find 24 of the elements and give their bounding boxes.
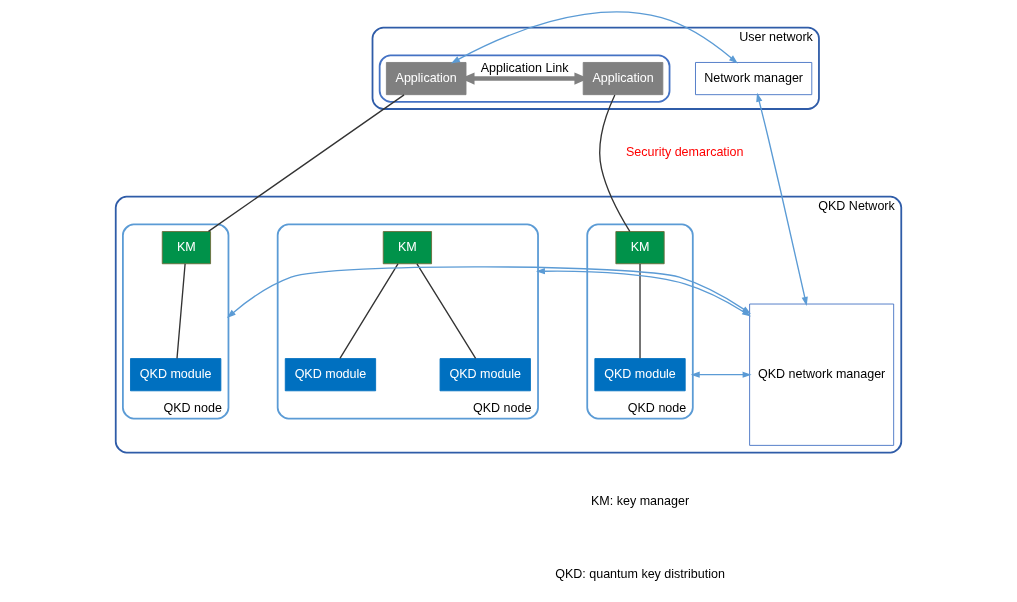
label: QKD: quantum key distribution xyxy=(555,566,725,581)
node-box: Network manager xyxy=(695,62,813,96)
connector xyxy=(416,263,477,359)
arrow xyxy=(450,11,738,64)
node-box: QKD module xyxy=(439,358,531,392)
node-box: QKD network manager xyxy=(749,303,895,446)
connector xyxy=(599,94,631,233)
connector xyxy=(639,263,641,359)
node-box: QKD module xyxy=(594,358,686,392)
node-box: KM xyxy=(382,231,432,265)
node-box: Application xyxy=(385,62,467,96)
label: Security demarcation xyxy=(625,145,744,160)
node-box: QKD module xyxy=(284,358,377,392)
node-box: KM xyxy=(615,231,665,265)
node-box: Application xyxy=(582,62,664,96)
connector xyxy=(207,94,405,233)
connector xyxy=(176,263,186,359)
arrow xyxy=(756,92,808,306)
label: KM: key manager xyxy=(590,494,690,509)
arrow xyxy=(690,371,752,378)
edge-label: Application Link xyxy=(480,61,569,76)
node-box: KM xyxy=(161,231,211,265)
connector xyxy=(339,263,399,359)
node-box: QKD module xyxy=(130,358,222,392)
